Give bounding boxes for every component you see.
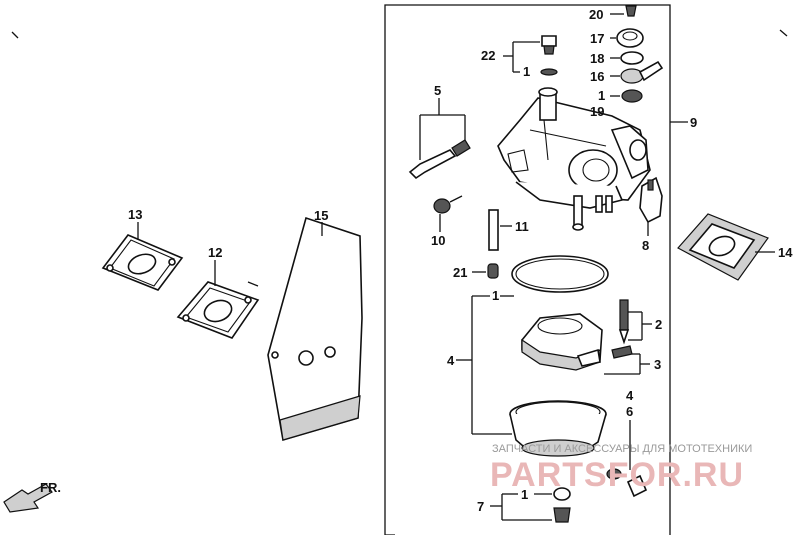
valve-21 <box>472 263 499 279</box>
callout-9: 9 <box>690 115 697 130</box>
plate-15 <box>267 216 363 442</box>
float-chamber <box>509 400 607 457</box>
cap-17 <box>610 28 644 48</box>
callout-6: 6 <box>626 404 633 419</box>
corner-tick-left <box>11 31 19 39</box>
pilot-screw-5 <box>408 98 471 180</box>
needle-2 <box>618 299 652 345</box>
float-pin-11 <box>488 209 512 251</box>
drain-screw-group <box>606 420 648 498</box>
stop-screw-10 <box>433 195 463 232</box>
callout-22: 22 <box>481 48 495 63</box>
callout-20: 20 <box>589 7 603 22</box>
callout-7: 7 <box>477 499 484 514</box>
callout-1-float: 1 <box>492 288 499 303</box>
gasket-13 <box>101 222 184 291</box>
callout-21: 21 <box>453 265 467 280</box>
insulator-12 <box>176 260 260 339</box>
callout-10: 10 <box>431 233 445 248</box>
callout-8: 8 <box>642 238 649 253</box>
screw-22-group <box>503 35 558 76</box>
jet-3 <box>576 345 650 375</box>
drain-bolt-group <box>490 487 571 523</box>
callout-1-bottom: 1 <box>521 487 528 502</box>
callout-4-right: 4 <box>626 388 634 403</box>
callout-17: 17 <box>590 31 604 46</box>
front-label: FR. <box>40 480 61 495</box>
ring-1-top <box>610 89 643 103</box>
frame-bracket <box>384 4 688 535</box>
seal-18 <box>610 51 644 65</box>
top-screw-20 <box>610 5 637 17</box>
front-arrow-icon <box>3 483 53 513</box>
corner-tick-right <box>779 29 788 37</box>
callout-1-top: 1 <box>598 88 605 103</box>
float-chamber-gasket <box>511 255 609 293</box>
watermark-logo: PARTSFOR.RU <box>490 456 744 494</box>
callout-2: 2 <box>655 317 662 332</box>
watermark-caption: ЗАПЧАСТИ И АКСЕССУАРЫ ДЛЯ МОТОТЕХНИКИ <box>492 443 752 455</box>
callout-3: 3 <box>654 357 661 372</box>
callout-11: 11 <box>515 219 529 234</box>
callout-18: 18 <box>590 51 604 66</box>
callout-19: 19 <box>590 104 604 119</box>
bracket-8 <box>639 176 663 236</box>
float-group-bracket <box>456 295 514 435</box>
callout-13: 13 <box>128 207 142 222</box>
callout-4-left: 4 <box>447 353 455 368</box>
gasket-14 <box>677 213 775 281</box>
callout-16: 16 <box>590 69 604 84</box>
callout-12: 12 <box>208 245 222 260</box>
callout-5: 5 <box>434 83 441 98</box>
callout-14: 14 <box>778 245 793 260</box>
callout-1-22: 1 <box>523 64 530 79</box>
carburetor-body <box>497 87 651 231</box>
callout-15: 15 <box>314 208 328 223</box>
lever-16 <box>610 60 664 84</box>
